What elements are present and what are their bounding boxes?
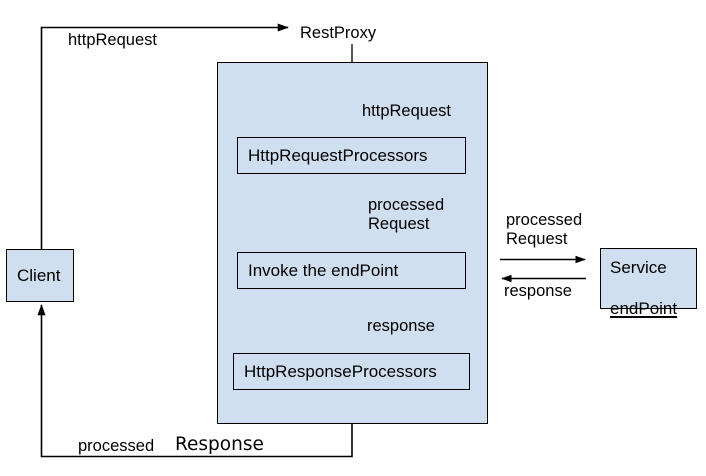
edge-label-http-request-inner: httpRequest bbox=[362, 102, 451, 120]
edge-label-response-right: response bbox=[504, 282, 572, 300]
node-service-endpoint-line1: Service bbox=[610, 257, 667, 277]
node-invoke-endpoint-label: Invoke the endPoint bbox=[248, 260, 399, 280]
node-service-endpoint-label: Service endPoint bbox=[610, 237, 696, 320]
edge-label-response-bottom: Response bbox=[175, 434, 264, 455]
edge-label-rest-proxy: RestProxy bbox=[300, 24, 377, 42]
edge-label-processed-request-right: processed Request bbox=[506, 211, 583, 249]
node-service-endpoint[interactable]: Service endPoint bbox=[600, 248, 697, 318]
node-http-response-processors[interactable]: HttpResponseProcessors bbox=[233, 353, 470, 390]
edge-label-response-inner: response bbox=[367, 317, 435, 335]
node-http-request-processors-label: HttpRequestProcessors bbox=[248, 145, 428, 165]
edge-label-http-request-top: httpRequest bbox=[68, 31, 157, 49]
node-client-label: Client bbox=[17, 265, 61, 285]
edge-label-processed-request-inner: processed Request bbox=[368, 196, 445, 234]
node-http-request-processors[interactable]: HttpRequestProcessors bbox=[237, 137, 466, 174]
node-http-response-processors-label: HttpResponseProcessors bbox=[244, 361, 437, 381]
node-service-endpoint-line2: endPoint bbox=[610, 299, 678, 319]
node-invoke-endpoint[interactable]: Invoke the endPoint bbox=[237, 252, 466, 289]
node-client[interactable]: Client bbox=[6, 249, 74, 302]
edge-label-processed-bottom: processed bbox=[78, 437, 155, 455]
